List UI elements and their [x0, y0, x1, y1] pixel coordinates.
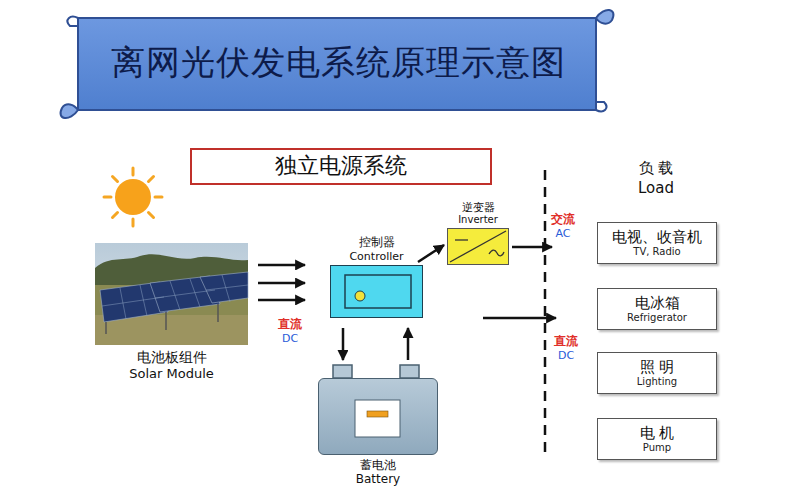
dc-output-arrow	[483, 317, 556, 320]
flow-arrow	[407, 328, 410, 360]
divider-line	[544, 170, 547, 452]
solar-module: 电池板组件Solar Module	[95, 243, 248, 345]
node-name: 照 明	[640, 358, 675, 376]
current-type: AC	[546, 228, 580, 241]
section-header-box: 独立电源系统	[190, 148, 492, 185]
text-group: 电 机Pump	[598, 419, 716, 459]
current-type: DC	[549, 350, 583, 363]
load-heading: Load	[616, 180, 696, 197]
load-heading: 负 载	[616, 160, 696, 177]
node-name: 逆变器	[388, 201, 568, 214]
battery-box: 蓄电池Battery	[318, 378, 438, 455]
node-name: 电冰箱	[635, 294, 680, 312]
text-group: 电视、收音机TV, Radio	[598, 223, 716, 263]
current-type: DC	[272, 333, 308, 346]
node-name: 电池板组件	[35, 349, 308, 366]
load-box: 电视、收音机TV, Radio	[597, 222, 717, 264]
controller-face	[345, 275, 411, 308]
flow-arrow	[418, 245, 444, 262]
node-name-english: Controller	[271, 250, 482, 263]
node-name: 电视、收音机	[612, 228, 702, 246]
node-name-english: Battery	[259, 472, 497, 486]
text-group: 蓄电池Battery	[259, 458, 497, 487]
node-name-english: Lighting	[637, 376, 677, 388]
text-group: 控制器Controller	[271, 235, 482, 263]
inverter-symbol	[450, 231, 506, 262]
diagram-title: 离网光伏发电系统原理示意图	[80, 38, 596, 86]
sun-icon	[104, 168, 162, 226]
text-group: 照 明Lighting	[598, 353, 716, 393]
text-group: 逆变器Inverter	[388, 201, 568, 226]
node-name: 独立电源系统	[275, 153, 407, 179]
text-group: 独立电源系统	[192, 150, 490, 183]
node-name-english: Solar Module	[35, 366, 308, 382]
title-banner	[61, 10, 614, 118]
node-name: 控制器	[271, 235, 482, 249]
current-type: 直流	[272, 318, 308, 332]
text-group: 电冰箱Refrigerator	[598, 289, 716, 329]
flow-arrow	[258, 299, 305, 302]
flow-arrow	[342, 328, 345, 360]
node-name-english: Inverter	[388, 214, 568, 226]
ac-output-arrow	[512, 246, 552, 249]
node-name: 蓄电池	[259, 458, 497, 472]
load-box: 照 明Lighting	[597, 352, 717, 394]
node-name-english: Pump	[643, 442, 671, 454]
text-group: 电池板组件Solar Module	[35, 349, 308, 381]
node-name: 电 机	[640, 424, 675, 442]
inverter-box: 逆变器Inverter	[447, 228, 509, 265]
load-box: 电冰箱Refrigerator	[597, 288, 717, 330]
flow-arrow	[258, 264, 305, 267]
current-type: 直流	[549, 335, 583, 349]
flow-arrow	[258, 282, 305, 285]
controller-box: 控制器Controller	[330, 265, 423, 318]
node-name-english: Refrigerator	[627, 312, 687, 324]
current-type: 交流	[546, 213, 580, 227]
solar-panel-photo	[95, 243, 248, 345]
battery-face	[333, 365, 419, 437]
load-box: 电 机Pump	[597, 418, 717, 460]
node-name-english: TV, Radio	[633, 246, 680, 258]
